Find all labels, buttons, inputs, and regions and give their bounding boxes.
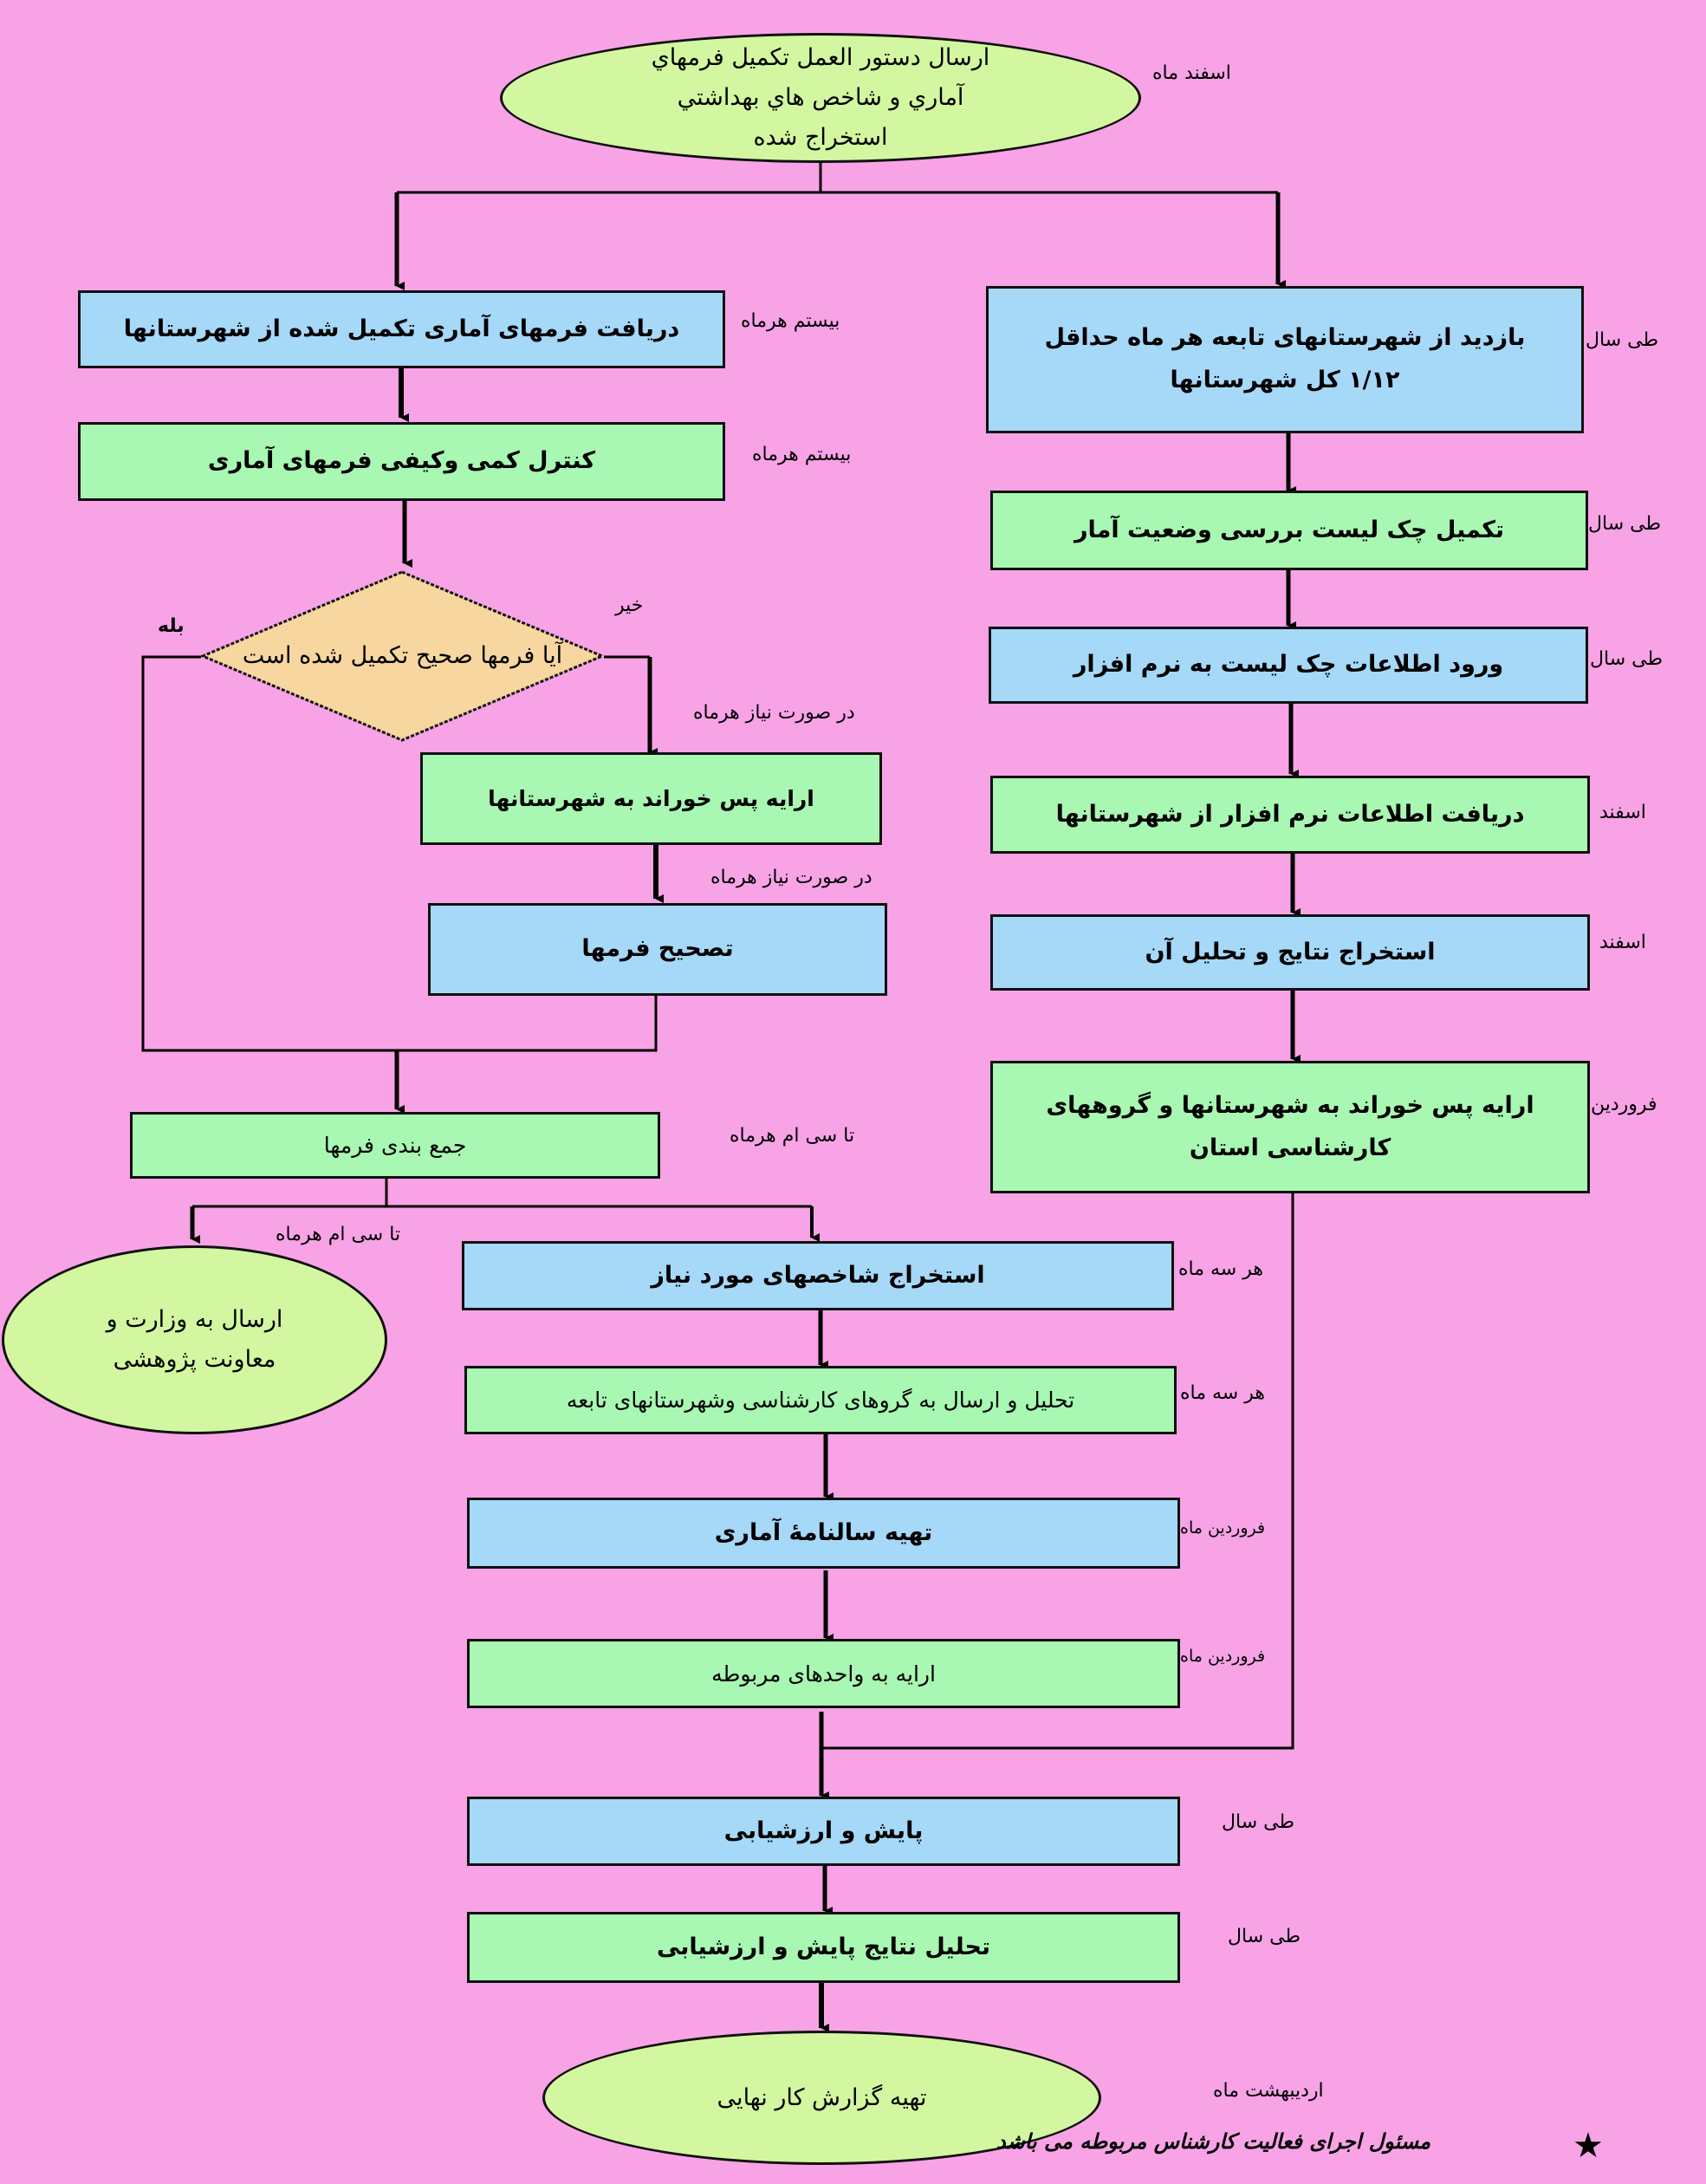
connector-yes-branch: [141, 655, 658, 1052]
time-label: طی سال: [1228, 1926, 1301, 1947]
receive-software-data-box: دریافت اطلاعات نرم افزار از شهرستانها: [990, 776, 1590, 854]
send-ministry-terminal: ارسال به وزارت و معاونت پژوهشی: [2, 1245, 387, 1434]
time-label: اسفند ماه: [1152, 62, 1231, 84]
monitoring-box: پایش و ارزشیابی: [467, 1797, 1180, 1866]
feedback-groups-box: ارایه پس خوراند به شهرستانها و گروههای ک…: [990, 1061, 1590, 1193]
correct-forms-box: تصحیح فرمها: [428, 903, 887, 996]
extract-results-box: استخراج نتایج و تحلیل آن: [990, 914, 1590, 991]
yearbook-box: تهیه سالنامهٔ آماری: [467, 1498, 1180, 1569]
time-label: اردیبهشت ماه: [1213, 2080, 1324, 2102]
feedback-cities-box: ارایه پس خوراند به شهرستانها: [420, 752, 882, 845]
start-terminal: ارسال دستور العمل تكميل فرمهاي آماري و ش…: [500, 33, 1141, 163]
connector-summarize-split: [192, 1179, 812, 1208]
decision-diamond: آیا فرمها صحیح تکمیل شده است: [201, 570, 604, 742]
summarize-forms-box: جمع بندی فرمها: [130, 1112, 660, 1179]
control-forms-box: کنترل کمی وکیفی فرمهای آماری: [78, 422, 725, 501]
time-label: فروردین: [1591, 1094, 1657, 1115]
visit-cities-box: بازدید از شهرستانهای تابعه هر ماه حداقل …: [986, 286, 1584, 433]
checklist-entry-box: ورود اطلاعات چک لیست به نرم افزار: [989, 627, 1588, 704]
time-label: در صورت نیاز هرماه: [693, 702, 855, 724]
time-label: اسفند: [1599, 932, 1646, 953]
extract-indicators-box: استخراج شاخصهای مورد نیاز: [462, 1241, 1174, 1310]
no-label: خیر: [615, 595, 644, 616]
time-label: طی سال: [1222, 1811, 1294, 1833]
receive-forms-box: دریافت فرمهای آماری تکمیل شده از شهرستان…: [78, 290, 725, 368]
final-report-terminal: تهیه گزارش کار نهایی: [542, 2031, 1101, 2165]
time-label: فروردین ماه: [1180, 1518, 1266, 1537]
time-label: هر سه ماه: [1178, 1258, 1263, 1280]
connector-start-split: [397, 160, 1278, 194]
time-label: طی سال: [1588, 513, 1661, 535]
time-label: اسفند: [1599, 802, 1646, 823]
checklist-complete-box: تکمیل چک لیست بررسی وضعیت آمار: [990, 491, 1588, 570]
time-label: در صورت نیاز هرماه: [710, 867, 872, 888]
yes-label: بله: [158, 615, 185, 637]
time-label: تا سی ام هرماه: [730, 1125, 855, 1147]
time-label: فروردین ماه: [1180, 1647, 1266, 1666]
analyze-monitoring-box: تحلیل نتایج پایش و ارزشیابی: [467, 1912, 1180, 1983]
time-label: تا سی ام هرماه: [276, 1224, 401, 1245]
time-label: بیستم هرماه: [752, 444, 852, 465]
present-units-box: ارایه به واحدهای مربوطه: [467, 1639, 1180, 1708]
connector-right-merge: [821, 1193, 1294, 1750]
time-label: طی سال: [1586, 329, 1658, 351]
star-icon: ★: [1573, 2126, 1604, 2166]
time-label: طی سال: [1590, 648, 1663, 670]
time-label: هر سه ماه: [1180, 1382, 1265, 1404]
time-label: بیستم هرماه: [741, 310, 840, 332]
analyze-send-box: تحلیل و ارسال به گروهای کارشناسی وشهرستا…: [464, 1366, 1177, 1434]
footnote-text: مسئول اجرای فعالیت کارشناس مربوطه می باش…: [996, 2129, 1431, 2154]
